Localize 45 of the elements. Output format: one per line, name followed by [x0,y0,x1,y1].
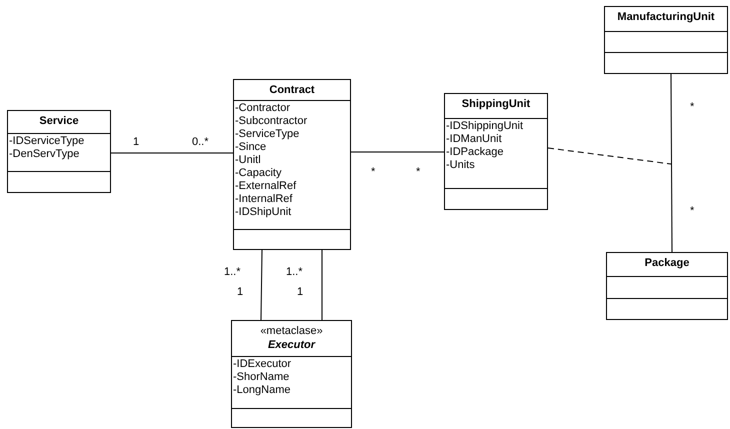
class-name: Package [644,256,690,270]
class-name: ShippingUnit [462,97,530,111]
association-line [260,250,262,320]
attribute-text: -DenServType [9,148,80,161]
association-line [670,74,672,252]
class-name: Service [39,114,79,128]
multiplicity-label: 1 [237,286,244,298]
multiplicity-label: * [416,166,420,178]
multiplicity-label: * [371,166,376,178]
attribute-text: -IDServiceType [9,135,84,148]
multiplicity-label: 1 [297,286,304,298]
association-line [110,152,234,154]
stereotype-label: «metaclase» [260,324,323,338]
class-name: Contract [269,83,315,97]
multiplicity-label: 1..* [224,266,241,278]
attribute-text: -LongName [233,384,290,397]
attribute-text: -Subcontractor [235,115,308,128]
class-name: ManufacturingUnit [617,10,715,24]
dashed-association-line [548,148,672,164]
attribute-text: -Contractor [235,102,290,115]
attribute-text: -Capacity [235,167,282,180]
attribute-text: -ServiceType [235,128,300,141]
class-box [233,79,351,250]
class-box [444,93,548,210]
multiplicity-label: * [690,205,694,217]
multiplicity-label: 1 [133,136,140,148]
attribute-text: -Unitl [235,154,261,167]
class-box [606,252,728,320]
attribute-text: -IDPackage [446,146,504,159]
attribute-text: -IDExecutor [233,358,292,371]
class-name: Executor [268,338,316,352]
attribute-text: -IDShippingUnit [446,120,524,133]
multiplicity-label: 1..* [286,266,303,278]
attribute-text: -ExternalRef [235,180,296,193]
attribute-text: -InternalRef [235,193,292,206]
multiplicity-label: 0..* [192,136,209,148]
class-box [231,320,352,428]
class-box [604,6,728,74]
multiplicity-label: * [690,101,694,113]
attribute-text: -IDShipUnit [235,206,292,219]
attribute-text: -Units [446,159,475,172]
class-box [7,110,111,193]
attribute-text: -ShorName [233,371,290,384]
attribute-text: -Since [235,141,266,154]
attribute-text: -IDManUnit [446,133,502,146]
